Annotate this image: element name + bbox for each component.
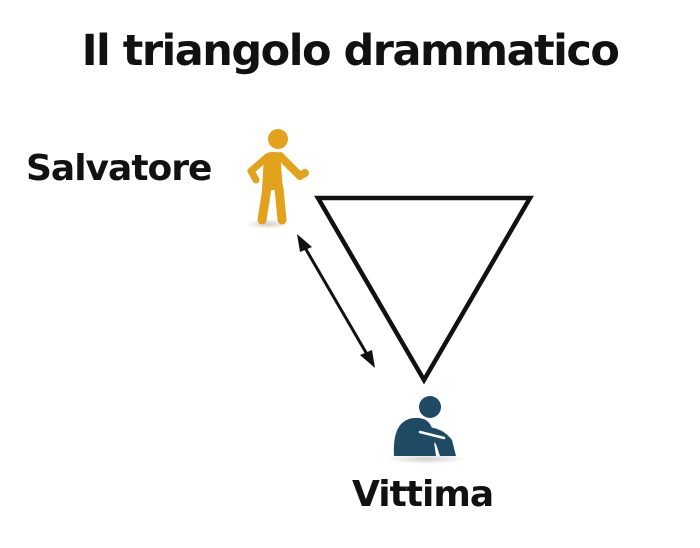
victim-label: Vittima: [352, 474, 494, 515]
inverted-triangle: [314, 195, 534, 385]
standing-person-icon: [246, 129, 309, 229]
sitting-person-icon: [386, 396, 466, 464]
double-arrow: [297, 234, 375, 368]
diagram-title: Il triangolo drammatico: [81, 26, 620, 76]
rescuer-label: Salvatore: [26, 148, 212, 189]
